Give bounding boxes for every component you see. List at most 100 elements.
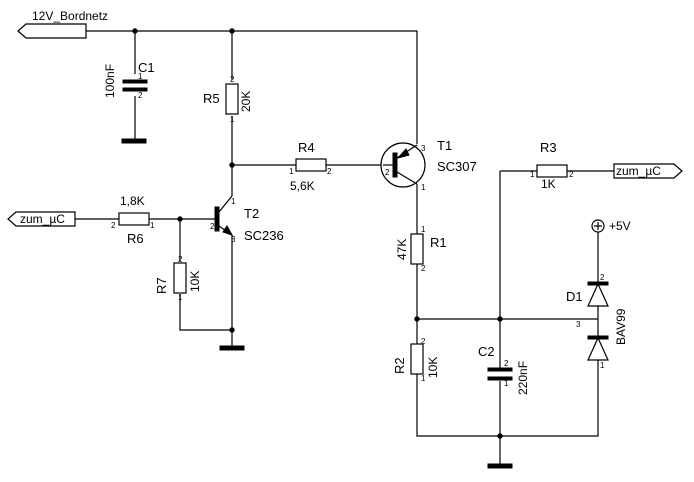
resistor-body: [295, 158, 327, 172]
junction-dot: [497, 433, 503, 439]
capacitor-c1: C1 100nF 1 2: [103, 60, 155, 100]
r7-value: 10K: [188, 271, 202, 292]
c2-ref: C2: [478, 344, 495, 359]
ground-symbol-c2: [487, 463, 513, 469]
r1-value: 47K: [395, 239, 409, 260]
resistor-body: [118, 212, 150, 226]
junction-dot: [177, 216, 183, 222]
d1-pin-2: 2: [600, 273, 605, 282]
resistor-body: [536, 164, 568, 178]
net-label-5v: +5V: [609, 219, 631, 233]
r7-pin-1: 1: [178, 293, 183, 302]
transistor-t2: T2 SC236 1 2 3: [210, 195, 284, 244]
supply-5v: +5V: [591, 219, 631, 233]
wire-r2-bottom: [416, 360, 599, 437]
net-flag-zum-uc-right: zum_µC: [613, 163, 683, 179]
t2-pin-2: 2: [210, 222, 215, 231]
r5-ref: R5: [203, 91, 220, 106]
supply-5v-plus: [594, 222, 602, 230]
wire-r7-bottom: [179, 294, 232, 331]
r3-value: 1K: [541, 177, 556, 191]
t1-pin-2: 2: [385, 168, 390, 177]
r1-ref: R1: [430, 235, 447, 250]
d1-ref: D1: [566, 289, 583, 304]
r3-pin-2: 2: [569, 170, 574, 179]
junction-dot: [414, 316, 420, 322]
junction-dot: [229, 28, 235, 34]
resistor-body: [410, 343, 424, 375]
r1-pin-2: 2: [421, 264, 426, 273]
capacitor-plate: [487, 376, 513, 381]
resistor-r4: R4 5,6K 1 2: [289, 140, 332, 193]
t2-value: SC236: [244, 228, 284, 243]
c1-pin-1: 1: [138, 72, 143, 81]
capacitor-plate: [122, 79, 148, 84]
junction-dot: [229, 327, 235, 333]
c1-pin-2: 2: [138, 91, 143, 100]
ground-symbol-c1: [121, 138, 147, 144]
diode-d1-bav99: D1 BAV99 2 3 1: [566, 273, 628, 370]
wires: [75, 30, 614, 466]
capacitor-c2: C2 220nF 2 1: [478, 344, 530, 395]
junction-dot: [497, 316, 503, 322]
net-flag-shape: [613, 163, 683, 179]
r6-ref: R6: [127, 231, 144, 246]
resistor-r5: R5 20K 2 1: [203, 75, 253, 124]
c1-ref: C1: [138, 60, 155, 75]
diode-upper-triangle: [587, 282, 609, 307]
d1-pin-3: 3: [576, 320, 581, 329]
diode-lower-triangle: [587, 336, 609, 361]
r2-value: 10K: [426, 357, 440, 378]
t1-ref: T1: [437, 138, 452, 153]
net-flag-shape: [17, 23, 87, 39]
t1-pin-3: 3: [421, 144, 426, 153]
r3-pin-1: 1: [530, 170, 535, 179]
resistor-r1: R1 47K 1 2: [395, 225, 447, 273]
resistor-r3: R3 1K 1 2: [530, 140, 574, 191]
ground-symbols: [121, 138, 513, 469]
net-label-zum-uc-left: zum_µC: [20, 212, 65, 226]
net-flag-zum-uc-left: zum_µC: [7, 211, 76, 227]
r2-ref: R2: [392, 357, 407, 374]
resistor-r2: R2 10K 2 1: [392, 337, 440, 383]
t1-value: SC307: [437, 159, 477, 174]
resistor-body: [410, 233, 424, 265]
junctions: [132, 28, 503, 439]
r5-pin-1: 1: [230, 115, 235, 124]
resistor-body: [173, 262, 187, 294]
r5-value: 20K: [239, 91, 253, 112]
r6-pin-1: 1: [150, 221, 155, 230]
r4-pin-2: 2: [327, 167, 332, 176]
t1-pin-1: 1: [421, 183, 426, 192]
transistor-envelope: [380, 142, 426, 188]
ground-symbol-t2: [219, 345, 245, 351]
junction-dot: [132, 28, 138, 34]
transistor-base-bar: [392, 152, 398, 178]
net-flag-shape: [7, 211, 76, 227]
junction-dot: [229, 162, 235, 168]
capacitor-plate: [487, 367, 513, 372]
resistor-body: [225, 83, 239, 115]
r6-value: 1,8K: [120, 194, 145, 208]
c2-pin-2: 2: [504, 359, 509, 368]
transistor-lead: [218, 195, 233, 213]
t2-pin-3: 3: [231, 235, 236, 244]
d1-pin-1: 1: [600, 361, 605, 370]
net-label-12v: 12V_Bordnetz: [32, 9, 108, 23]
net-flag-12v: 12V_Bordnetz: [17, 9, 108, 39]
resistor-r7: R7 10K 2 1: [154, 255, 202, 302]
r4-pin-1: 1: [289, 167, 294, 176]
transistor-t1: T1 SC307 3 2 1: [380, 138, 477, 192]
d1-value: BAV99: [614, 308, 628, 345]
r2-pin-2: 2: [421, 337, 426, 346]
r6-pin-2: 2: [111, 221, 116, 230]
transistor-emitter-arrow: [396, 148, 410, 159]
net-label-zum-uc-right: zum_µC: [616, 164, 661, 178]
r7-ref: R7: [154, 277, 169, 294]
c2-pin-1: 1: [504, 379, 509, 388]
r7-pin-2: 2: [178, 255, 183, 264]
t2-ref: T2: [244, 206, 259, 221]
transistor-lead: [396, 171, 418, 185]
diode-lower-bar: [587, 335, 609, 340]
